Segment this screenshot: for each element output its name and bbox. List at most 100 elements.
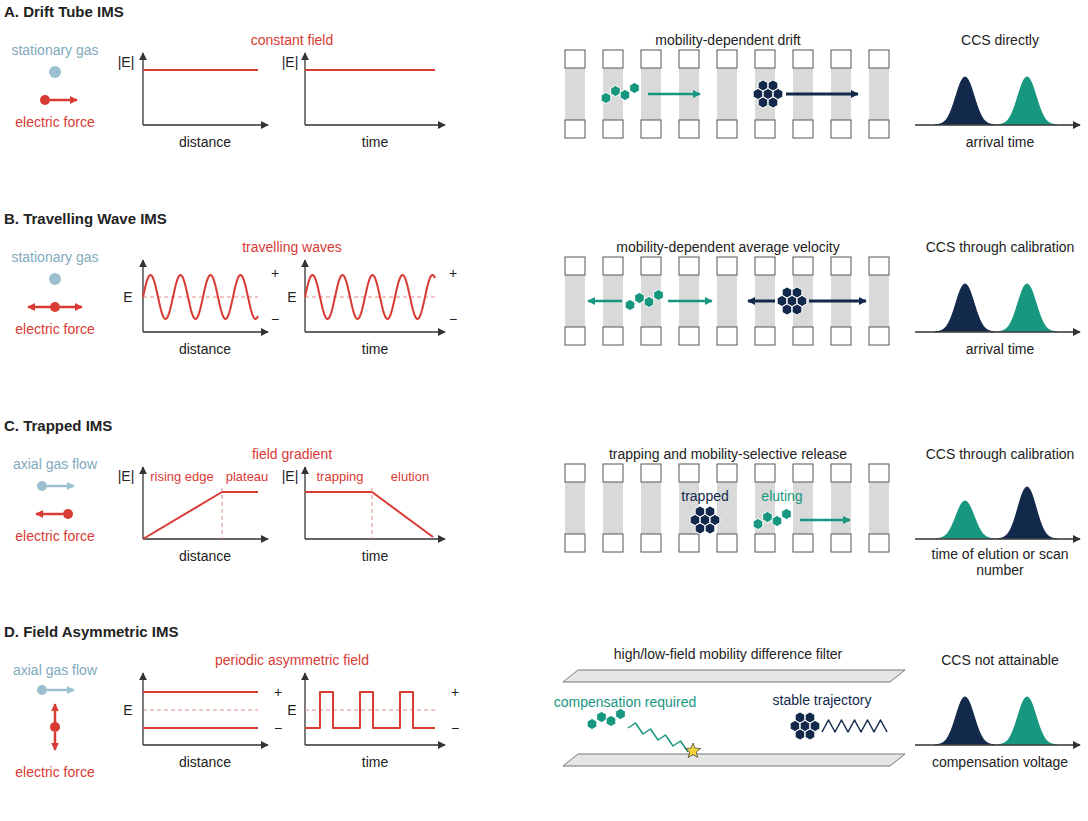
mobility-peak (997, 77, 1057, 125)
ring-electrode (603, 50, 623, 68)
mobility-peak (935, 284, 995, 332)
wave-arrow (748, 300, 775, 303)
ring-electrode (679, 327, 699, 345)
ring-electrode (793, 464, 813, 482)
text-label: mobility-dependent drift (655, 32, 801, 48)
wave-arrow (668, 300, 712, 303)
pulse-waveform (305, 692, 435, 728)
zero-line (143, 710, 258, 711)
ring-electrode (755, 534, 775, 552)
x-axis (143, 331, 268, 332)
force-label: electric force (15, 528, 94, 544)
mobility-peak (935, 501, 995, 539)
panel-heading: A. Drift Tube IMS (4, 3, 124, 20)
ion-hexagon (597, 711, 607, 722)
text-label: high/low-field mobility difference filte… (614, 646, 843, 662)
panel-heading: D. Field Asymmetric IMS (4, 623, 179, 640)
ring-electrode (869, 50, 889, 68)
ion-hexagon (630, 82, 640, 93)
ring-electrode (565, 534, 585, 552)
ring-electrode (717, 257, 737, 275)
x-axis (915, 331, 1080, 332)
zero-line (305, 710, 435, 711)
text-label: time (362, 754, 388, 770)
ring-electrode (755, 120, 775, 138)
text-label: CCS not attainable (941, 652, 1059, 668)
y-axis (142, 53, 143, 125)
x-axis (305, 744, 445, 745)
ring-electrode (793, 327, 813, 345)
ring-electrode (679, 120, 699, 138)
ring-electrode (717, 327, 737, 345)
gas-particle (49, 273, 61, 285)
ring-electrode (793, 120, 813, 138)
field-label: field gradient (252, 446, 332, 462)
field-label: periodic asymmetric field (215, 652, 369, 668)
electrode-gap (641, 275, 661, 327)
ring-electrode (717, 464, 737, 482)
ion-trajectory (628, 723, 688, 752)
mobility-peak (997, 284, 1057, 332)
mobility-peak (997, 487, 1057, 539)
electrode-gap (565, 68, 585, 120)
gas-particle (37, 685, 47, 695)
x-axis (143, 124, 268, 125)
ion-hexagon (620, 89, 630, 100)
ring-electrode (831, 50, 851, 68)
wave-line (143, 275, 258, 319)
ring-electrode (793, 50, 813, 68)
ring-electrode (565, 327, 585, 345)
ion-hexagon (792, 304, 802, 315)
ion-trajectory (822, 720, 887, 732)
y-axis (304, 467, 305, 539)
ring-electrode (565, 120, 585, 138)
ring-electrode (603, 327, 623, 345)
ring-electrode (641, 534, 661, 552)
force-label: electric force (15, 764, 94, 780)
field-ramp-line (305, 492, 433, 537)
ring-electrode (755, 327, 775, 345)
ring-electrode (869, 257, 889, 275)
wave-arrow (588, 300, 622, 303)
force-arrow (28, 306, 50, 309)
x-axis (305, 538, 445, 539)
text-label: E (287, 702, 296, 718)
ion-hexagon (635, 292, 645, 303)
divider-line (372, 488, 373, 539)
ring-electrode (755, 464, 775, 482)
ring-electrode (831, 327, 851, 345)
text-label: |E| (118, 54, 135, 70)
force-label: electric force (15, 321, 94, 337)
ion-dot (63, 509, 73, 519)
text-label: time (362, 548, 388, 564)
y-axis (304, 53, 305, 125)
text-label: |E| (282, 54, 299, 70)
elution-arrow (800, 519, 850, 522)
ring-electrode (603, 120, 623, 138)
ring-electrode (603, 464, 623, 482)
text-label: − (449, 311, 457, 327)
zero-line (143, 297, 258, 298)
wave-line (305, 275, 435, 319)
text-label: CCS through calibration (926, 446, 1075, 462)
ring-electrode (717, 50, 737, 68)
text-label: + (274, 684, 282, 700)
wave-arrow (809, 300, 866, 303)
ion-hexagon (753, 518, 763, 529)
ring-electrode (869, 464, 889, 482)
electrode-gap (565, 482, 585, 534)
ring-electrode (869, 327, 889, 345)
ring-electrode (831, 257, 851, 275)
ring-electrode (641, 327, 661, 345)
ion-hexagon (782, 508, 792, 519)
text-label: − (274, 720, 282, 736)
ring-electrode (641, 120, 661, 138)
text-label: CCS directly (961, 32, 1039, 48)
force-arrow (50, 99, 77, 102)
field-line (143, 727, 258, 729)
ring-electrode (679, 534, 699, 552)
ion-hexagon (772, 515, 782, 526)
ion-hexagon (795, 729, 805, 740)
gas-label: axial gas flow (13, 662, 97, 678)
y-axis (304, 673, 305, 745)
